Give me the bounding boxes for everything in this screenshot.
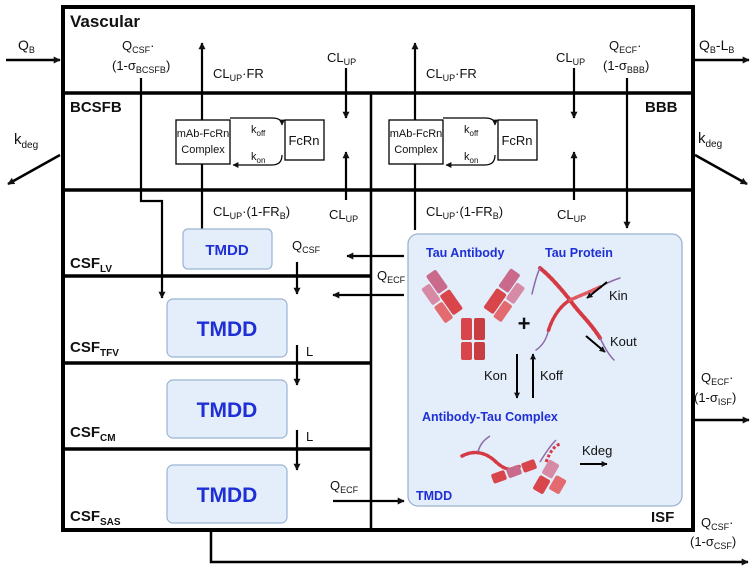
qcsf-out-label-line1: QCSF· bbox=[701, 515, 733, 532]
tmdd-lv-box bbox=[182, 228, 273, 270]
tmdd-tfv-label: TMDD bbox=[197, 318, 258, 341]
kon-label: Kon bbox=[484, 368, 507, 383]
tmdd-tfv-box bbox=[166, 298, 288, 358]
qecf-isf-label-line2: (1-σISF) bbox=[694, 390, 736, 407]
tau-antibody-title: Tau Antibody bbox=[426, 246, 505, 260]
bcsfb-koff-arrow bbox=[230, 117, 285, 126]
qb-lb-label: QB-LB bbox=[699, 37, 734, 55]
bbb-fcrn-box bbox=[497, 119, 538, 161]
bbb-kon-arrow bbox=[445, 154, 496, 168]
bcsfb-complex-line2: Complex bbox=[181, 144, 225, 156]
binding-plus-sign: + bbox=[518, 311, 531, 336]
clup-1-fr-bbb-label: CLUP·(1-FRB) bbox=[426, 204, 503, 221]
bcsfb-fcrn-box bbox=[284, 119, 325, 161]
l-cm-sas-label: L bbox=[306, 429, 313, 444]
kin-label: Kin bbox=[609, 288, 628, 303]
bbb-koff-label: koff bbox=[464, 124, 479, 138]
antibody-tau-complex-title: Antibody-Tau Complex bbox=[422, 410, 558, 424]
csf-tfv-label: CSFTFV bbox=[70, 339, 119, 359]
qcsf-lv-label: QCSF bbox=[292, 238, 321, 255]
qcsf-bcsfb-label-line2: (1-σBCSFB) bbox=[112, 58, 170, 75]
bbb-koff-arrow bbox=[443, 117, 498, 126]
csf-cm-label: CSFCM bbox=[70, 424, 116, 444]
kdeg-right-arrow bbox=[694, 153, 748, 186]
kout-arrow bbox=[585, 335, 606, 353]
bbb-mab-fcrn-complex-box bbox=[388, 119, 444, 165]
qecf-bbb-label-line2: (1-σBBB) bbox=[603, 58, 649, 75]
isf-tmdd-label: TMDD bbox=[416, 489, 452, 503]
bcsfb-complex-line1: mAb-FcRn bbox=[177, 128, 230, 140]
clup-1-fr-bcsfb-label: CLUP·(1-FRB) bbox=[213, 204, 290, 221]
antibody-tau-complex-icon bbox=[460, 435, 567, 494]
tmdd-sas-label: TMDD bbox=[197, 484, 258, 507]
bbb-complex-line1: mAb-FcRn bbox=[390, 128, 443, 140]
outer-boundary bbox=[61, 5, 695, 532]
bbb-kon-label: kon bbox=[464, 151, 478, 165]
kdeg-left-label: kdeg bbox=[14, 131, 38, 151]
bcsfb-kon-arrow bbox=[232, 154, 283, 168]
kdeg-left-arrow bbox=[7, 153, 61, 186]
bbb-complex-line2: Complex bbox=[394, 144, 438, 156]
bcsfb-mab-fcrn-complex-box bbox=[175, 119, 231, 165]
tmdd-cm-label: TMDD bbox=[197, 399, 258, 422]
bbb-label: BBB bbox=[645, 99, 678, 116]
clup-bcsfb-top-label: CLUP bbox=[327, 50, 356, 67]
clup-fr-bcsfb-label: CLUP·FR bbox=[213, 66, 264, 83]
vascular-label: Vascular bbox=[70, 12, 140, 31]
tmdd-lv-label: TMDD bbox=[205, 242, 248, 259]
qecf-sas-label: QECF bbox=[330, 478, 359, 495]
clup-bbb-bottom-label: CLUP bbox=[557, 207, 586, 224]
clup-bcsfb-bottom-label: CLUP bbox=[329, 207, 358, 224]
bcsfb-koff-label: koff bbox=[251, 124, 266, 138]
kdeg-isf-label: Kdeg bbox=[582, 443, 612, 458]
isf-tmdd-panel bbox=[407, 233, 683, 507]
qcsf-out-label-line2: (1-σCSF) bbox=[690, 534, 736, 551]
bbb-fcrn-label: FcRn bbox=[501, 133, 532, 148]
clup-bbb-top-label: CLUP bbox=[556, 50, 585, 67]
clup-fr-bbb-label: CLUP·FR bbox=[426, 66, 477, 83]
qcsf-bcsfb-label-line1: QCSF· bbox=[122, 38, 154, 55]
qb-label: QB bbox=[18, 37, 35, 55]
csf-lv-label: CSFLV bbox=[70, 255, 112, 275]
koff-label: Koff bbox=[540, 368, 563, 383]
csf-sas-label: CSFSAS bbox=[70, 508, 121, 528]
kout-label: Kout bbox=[610, 334, 637, 349]
isf-label: ISF bbox=[651, 509, 674, 526]
tmdd-cm-box bbox=[166, 379, 288, 439]
qcsf-sas-outflow-arrow bbox=[209, 530, 749, 566]
bcsfb-label: BCSFB bbox=[70, 99, 122, 116]
qecf-tfv-label: QECF bbox=[377, 268, 406, 285]
qecf-isf-label-line1: QECF· bbox=[701, 370, 733, 387]
bcsfb-fcrn-label: FcRn bbox=[288, 133, 319, 148]
l-tfv-cm-label: L bbox=[306, 344, 313, 359]
tau-antibody-icon bbox=[421, 268, 525, 360]
bcsfb-kon-label: kon bbox=[251, 151, 265, 165]
tmdd-sas-box bbox=[166, 464, 288, 524]
qecf-bbb-label-line1: QECF· bbox=[609, 38, 641, 55]
qcsf-to-csf-tfv-arrow bbox=[139, 78, 166, 299]
kin-arrow bbox=[586, 281, 608, 299]
tau-protein-title: Tau Protein bbox=[545, 246, 613, 260]
kdeg-right-label: kdeg bbox=[698, 130, 722, 150]
